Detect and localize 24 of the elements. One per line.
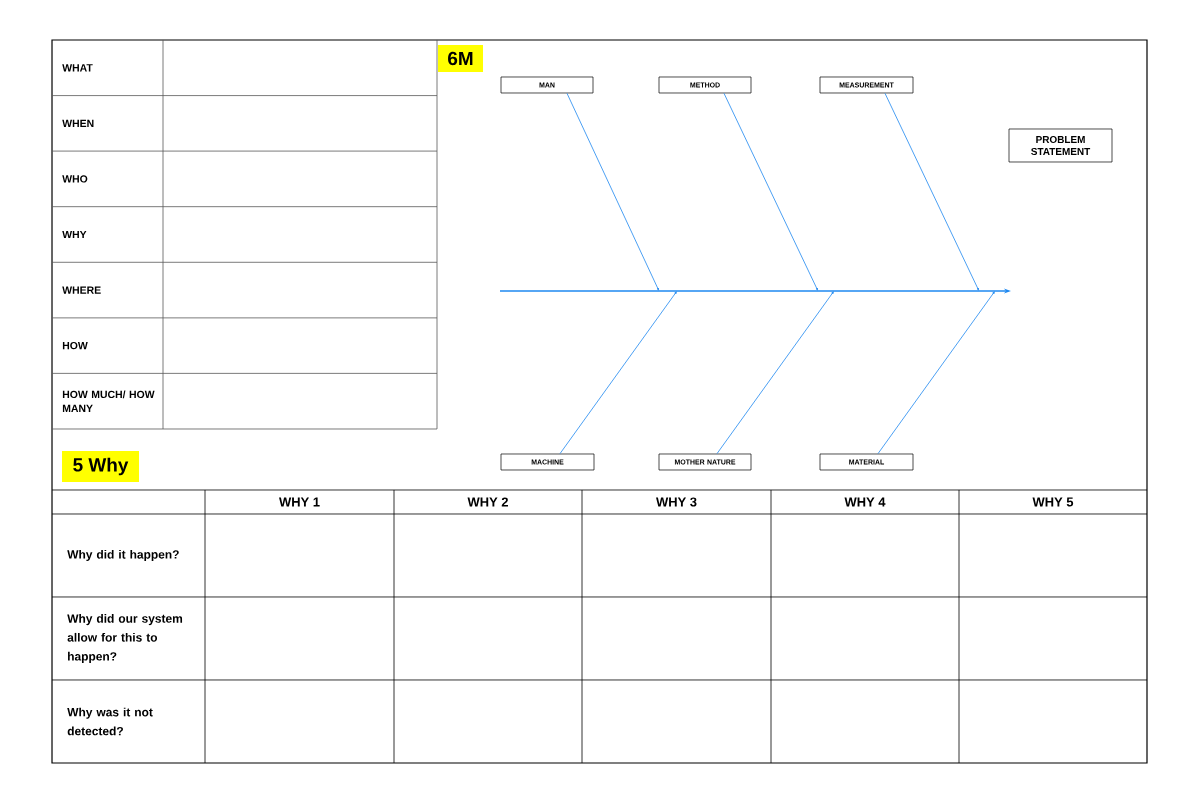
row-label: WHY [62, 230, 87, 239]
column-header: WHY 5 [1032, 497, 1074, 507]
row-label: WHAT [62, 64, 93, 72]
column-header: WHY 4 [844, 497, 886, 507]
highlighted-heading: 5 Why [62, 451, 139, 482]
fishbone-arrow [884, 92, 979, 291]
row-label: HOW [62, 341, 88, 350]
fishbone-arrow [566, 92, 659, 291]
column-header: WHY 1 [279, 497, 320, 507]
column-header: WHY 2 [467, 497, 508, 507]
row-label: Why was it not detected? [67, 707, 153, 736]
column-header: WHY 3 [656, 497, 697, 507]
fishbone-arrow [877, 291, 995, 455]
highlighted-heading: 6M [438, 45, 483, 72]
row-label: WHEN [62, 119, 94, 127]
fishbone-arrow [716, 291, 834, 455]
row-label: HOW MUCH/ HOW MANY [62, 390, 155, 412]
row-label: WHO [62, 175, 88, 183]
row-label: WHERE [62, 286, 101, 294]
problem-box: PROBLEM STATEMENT [1008, 128, 1113, 163]
fishbone-arrow [723, 92, 818, 291]
row-label: Why did our system allow for this to happen? [67, 614, 183, 663]
fishbone-arrow [559, 291, 677, 455]
row-label: Why did it happen? [67, 549, 179, 562]
